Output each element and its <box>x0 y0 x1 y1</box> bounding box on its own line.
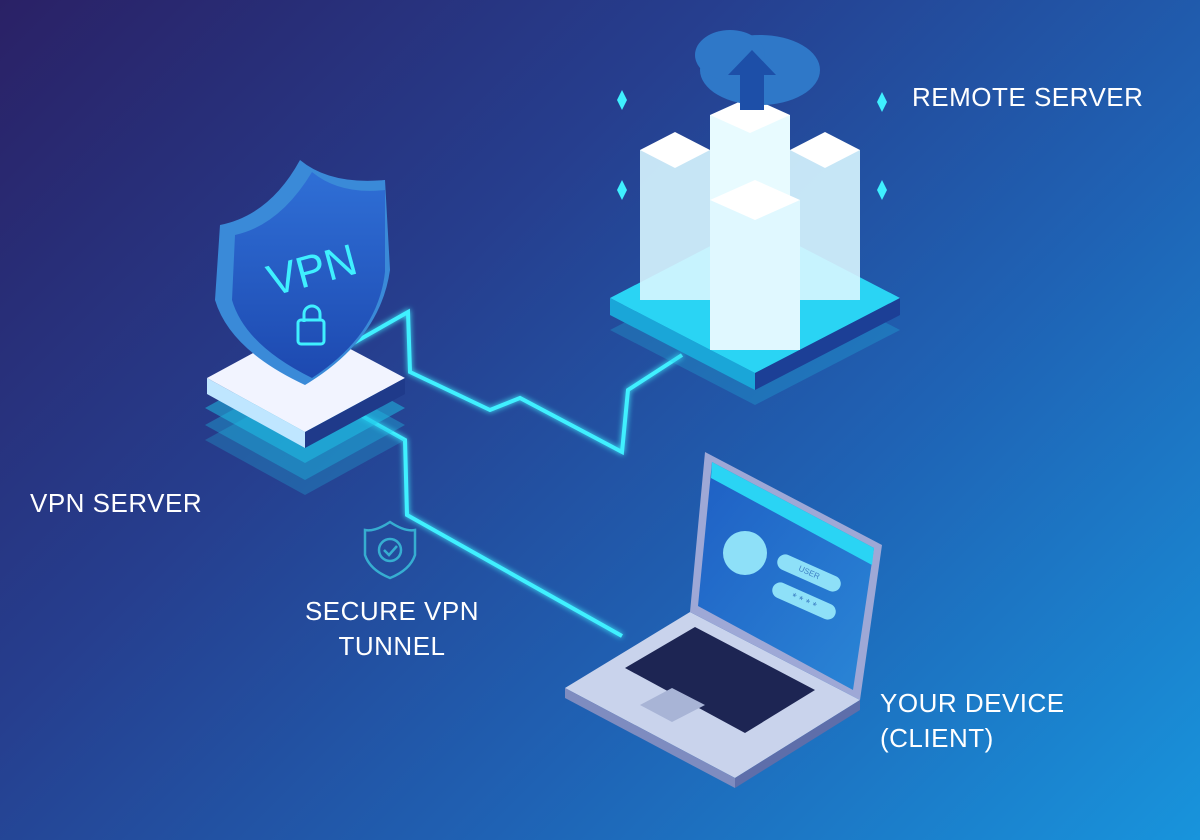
cable-vpn-to-device <box>354 410 623 638</box>
remote-server-label: REMOTE SERVER <box>912 82 1144 112</box>
vpn-server-platform <box>205 325 405 495</box>
lock-icon <box>296 304 326 346</box>
device-label-line2: (CLIENT) <box>880 723 994 753</box>
secure-tunnel-label: SECURE VPN TUNNEL <box>292 594 492 664</box>
remote-server <box>610 30 900 405</box>
server-towers <box>640 97 860 350</box>
device-label-line1: YOUR DEVICE <box>880 688 1065 718</box>
tunnel-label-line1: SECURE VPN <box>304 596 480 626</box>
cable-vpn-to-remote <box>349 308 684 456</box>
user-avatar-icon <box>723 531 767 575</box>
laptop-screen <box>698 462 874 690</box>
tunnel-label-line2: TUNNEL <box>338 631 446 661</box>
shield-check-icon <box>363 520 417 580</box>
device-label: YOUR DEVICE (CLIENT) <box>880 686 1065 756</box>
laptop <box>565 452 882 788</box>
vpn-shield: VPN <box>215 160 390 385</box>
sparkle-decoration <box>617 90 887 200</box>
keyboard <box>625 627 815 733</box>
upload-cloud-icon <box>695 30 820 110</box>
trackpad <box>640 688 705 722</box>
vpn-server-label: VPN SERVER <box>30 488 203 518</box>
